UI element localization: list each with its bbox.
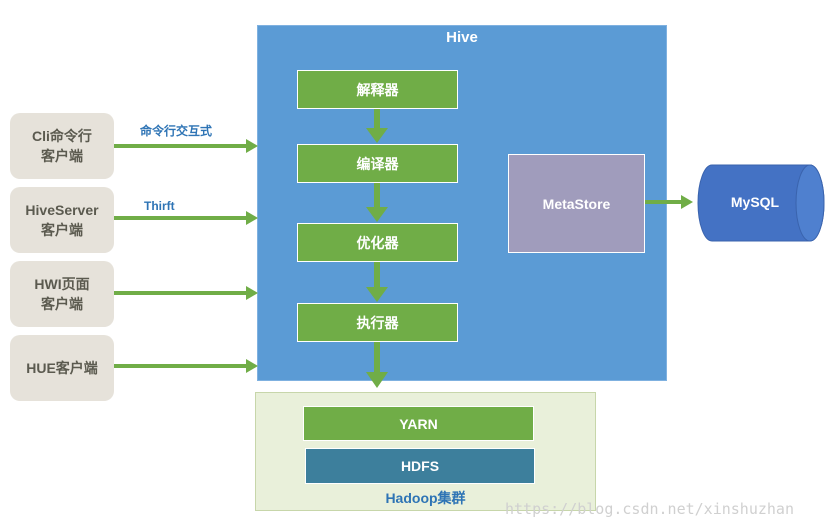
client-hiveserver-line2: 客户端 [41,222,83,238]
executor-box: 执行器 [297,303,458,342]
yarn-box: YARN [303,406,534,441]
edge-label-hiveserver: Thirft [144,199,175,213]
mysql-label: MySQL [730,194,780,210]
metastore-box: MetaStore [508,154,645,253]
hdfs-box: HDFS [305,448,535,484]
client-hue: HUE客户端 [10,335,114,401]
client-hwi: HWI页面 客户端 [10,261,114,327]
hive-title: Hive [446,29,478,46]
optimizer-box: 优化器 [297,223,458,262]
arrow-cli-to-hive [114,139,258,153]
arrow-hue-to-hive [114,359,258,373]
client-hiveserver: HiveServer 客户端 [10,187,114,253]
client-cli-line2: 客户端 [41,148,83,164]
client-hwi-line2: 客户端 [41,296,83,312]
arrow-hiveserver-to-hive [114,211,258,225]
interpreter-box: 解释器 [297,70,458,109]
watermark: https://blog.csdn.net/xinshuzhan [505,500,794,518]
client-hue-line1: HUE客户端 [26,360,98,376]
client-cli-line1: Cli命令行 [32,128,92,144]
edge-label-cli: 命令行交互式 [140,124,213,138]
hadoop-title: Hadoop集群 [385,490,466,506]
client-hiveserver-line1: HiveServer [25,202,99,218]
arrow-hwi-to-hive [114,286,258,300]
compiler-box: 编译器 [297,144,458,183]
client-hwi-line1: HWI页面 [34,276,90,292]
client-cli: Cli命令行 客户端 [10,113,114,179]
